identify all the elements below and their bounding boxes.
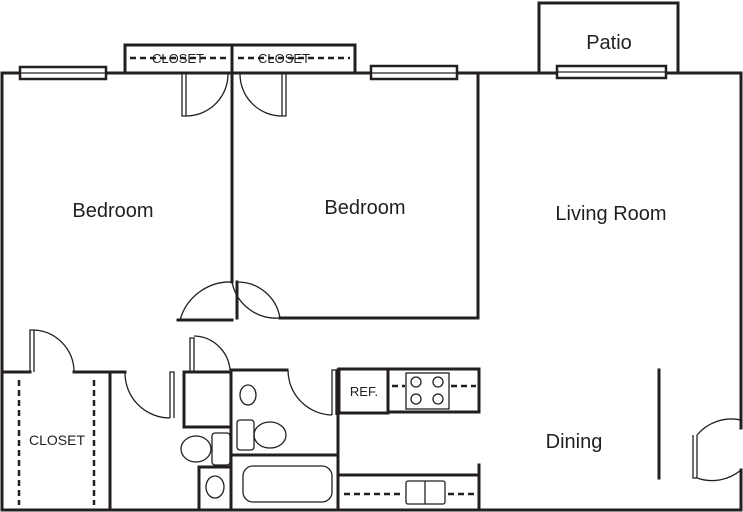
outer-walls <box>0 71 743 512</box>
label-bedroom-2: Bedroom <box>324 197 405 219</box>
toilet-bowl-icon <box>180 435 212 463</box>
interior-walls <box>0 71 661 512</box>
label-closet-top-2: CLOSET <box>258 51 310 66</box>
windows <box>18 64 668 81</box>
bathroom-fixtures <box>180 384 333 503</box>
label-patio: Patio <box>586 32 632 54</box>
toilet-tank-icon <box>236 419 255 451</box>
label-closet-top-1: CLOSET <box>152 51 204 66</box>
label-living-room: Living Room <box>555 203 666 225</box>
stove-icon <box>405 372 450 410</box>
top-closets <box>123 43 357 117</box>
sink-icon <box>205 475 225 499</box>
label-refrigerator: REF. <box>350 384 378 399</box>
bathtub-icon <box>242 465 333 503</box>
toilet-bowl-icon <box>253 421 287 449</box>
doors <box>29 281 742 482</box>
label-dining: Dining <box>546 431 603 453</box>
kitchen <box>337 367 481 512</box>
toilet-tank-icon <box>211 432 231 466</box>
label-closet-left: CLOSET <box>29 432 85 448</box>
label-bedroom-1: Bedroom <box>72 200 153 222</box>
sink-icon <box>239 384 257 406</box>
